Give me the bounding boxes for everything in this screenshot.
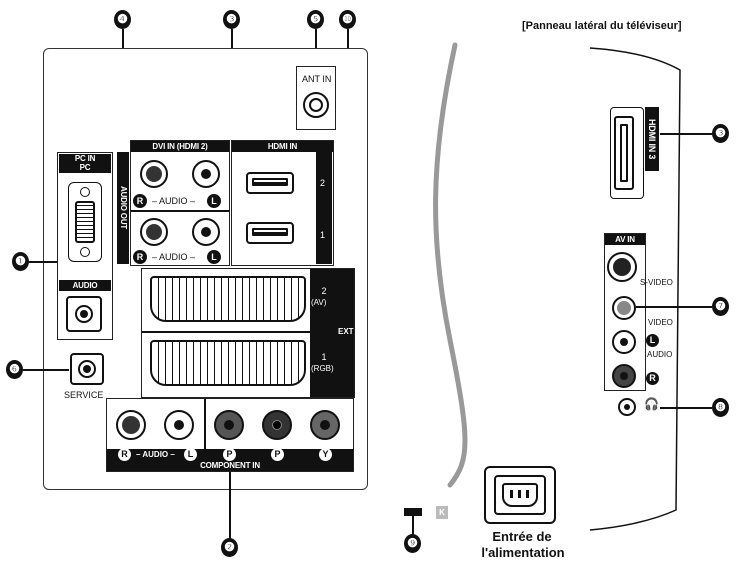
hdmi-number-strip [316,152,332,264]
callout-3: ❸ [712,124,729,143]
leader-line-2 [229,472,231,538]
leader-line-8 [660,407,712,409]
video-label: VIDEO [648,318,673,327]
ant-in-label: ANT IN [302,74,332,84]
component-pr-jack[interactable] [214,410,244,440]
scart-2-sublabel: (AV) [311,298,327,307]
y-tag: Y [319,448,332,461]
scart-1-number: 1 [321,352,327,362]
power-label-line1: Entrée de [492,529,552,544]
leader-line-6 [23,369,69,371]
leader-line-9 [412,516,414,534]
service-label: SERVICE [64,390,104,400]
lock-slot-icon [404,508,422,516]
scart-1-port[interactable] [150,340,306,386]
hdmi-in-label: HDMI IN [232,141,333,152]
hdmi-1-port[interactable] [246,222,294,244]
hdmi-port-1-label: 1 [320,230,326,240]
power-label-line2: l'alimentation [481,545,565,560]
power-inlet[interactable] [484,466,556,524]
audio-out-r-jack[interactable] [140,218,168,246]
side-audio-label: AUDIO [647,350,673,359]
callout-8: ❽ [712,398,729,417]
audio-out-l-jack[interactable] [192,218,220,246]
leader-line-3b [660,133,712,135]
dvi-in-label: DVI IN (HDMI 2) [131,141,229,152]
channel-r-tag: R [133,194,147,208]
callout-4: ❹ [114,10,131,29]
hdmi-in3-block [610,107,644,199]
audio-out-label: AUDIO OUT [117,152,129,264]
dvi-audio-label: – AUDIO – [152,196,196,206]
leader-line-7 [636,306,712,308]
vga-pins-icon [75,201,95,243]
screw-icon [80,187,90,197]
ext-label: EXT [338,327,354,336]
channel-l-tag: L [207,194,221,208]
pc-in-label: PC IN [59,154,111,164]
component-audio-l-jack[interactable] [164,410,194,440]
component-pb-jack[interactable] [262,410,292,440]
component-audio-label: – AUDIO – [136,450,175,459]
pc-label: PC [59,163,111,173]
component-y-jack[interactable] [310,410,340,440]
scart-1-sublabel: (RGB) [311,364,334,373]
ext-strip [310,269,354,397]
audio-out-audio-label: – AUDIO – [152,252,196,262]
kensington-lock-icon: K [436,506,448,519]
callout-9: ❾ [404,534,421,553]
callout-6: ❻ [6,360,23,379]
callout-3: ❸ [223,10,240,29]
side-panel-title: [Panneau latéral du téléviseur] [522,20,682,32]
leader-line-1 [29,261,57,263]
ant-in-port[interactable] [303,92,329,118]
side-audio-r-jack[interactable] [612,364,636,388]
hdmi-2-port[interactable] [246,172,294,194]
divider [131,210,229,212]
pr-tag: P [223,448,236,461]
pb-tag: P [271,448,284,461]
pc-audio-label: AUDIO [59,280,111,291]
divider [142,331,310,333]
side-audio-l-jack[interactable] [612,330,636,354]
channel-l-tag: L [207,250,221,264]
channel-r-tag: R [133,250,147,264]
s-video-label: S-VIDEO [640,278,673,287]
scart-2-number: 2 [321,286,327,296]
callout-7: ❼ [712,297,729,316]
hdmi-in3-label: HDMI IN 3 [645,107,659,171]
separator-wave [433,42,468,488]
pc-vga-port[interactable] [68,182,102,262]
hdmi-port-2-label: 2 [320,178,326,188]
s-video-port[interactable] [607,252,637,282]
channel-r-tag: R [118,448,131,461]
callout-10: ❿ [339,10,356,29]
dvi-audio-l-jack[interactable] [192,160,220,188]
channel-r-tag: R [646,372,659,385]
callout-5: ❺ [307,10,324,29]
component-audio-r-jack[interactable] [116,410,146,440]
service-port[interactable] [70,353,104,385]
channel-l-tag: L [646,334,659,347]
dvi-audio-r-jack[interactable] [140,160,168,188]
av-in-label: AV IN [605,234,645,245]
channel-l-tag: L [184,448,197,461]
pc-audio-jack[interactable] [66,296,102,332]
callout-1: ❶ [12,252,29,271]
video-jack[interactable] [612,296,636,320]
headphone-jack[interactable] [618,398,636,416]
component-in-label: COMPONENT IN [107,461,353,471]
divider [204,399,206,461]
screw-icon [80,247,90,257]
scart-2-port[interactable] [150,276,306,322]
hdmi-3-port[interactable] [614,116,634,190]
headphone-icon: 🎧 [644,397,659,411]
callout-2: ❷ [221,538,238,557]
